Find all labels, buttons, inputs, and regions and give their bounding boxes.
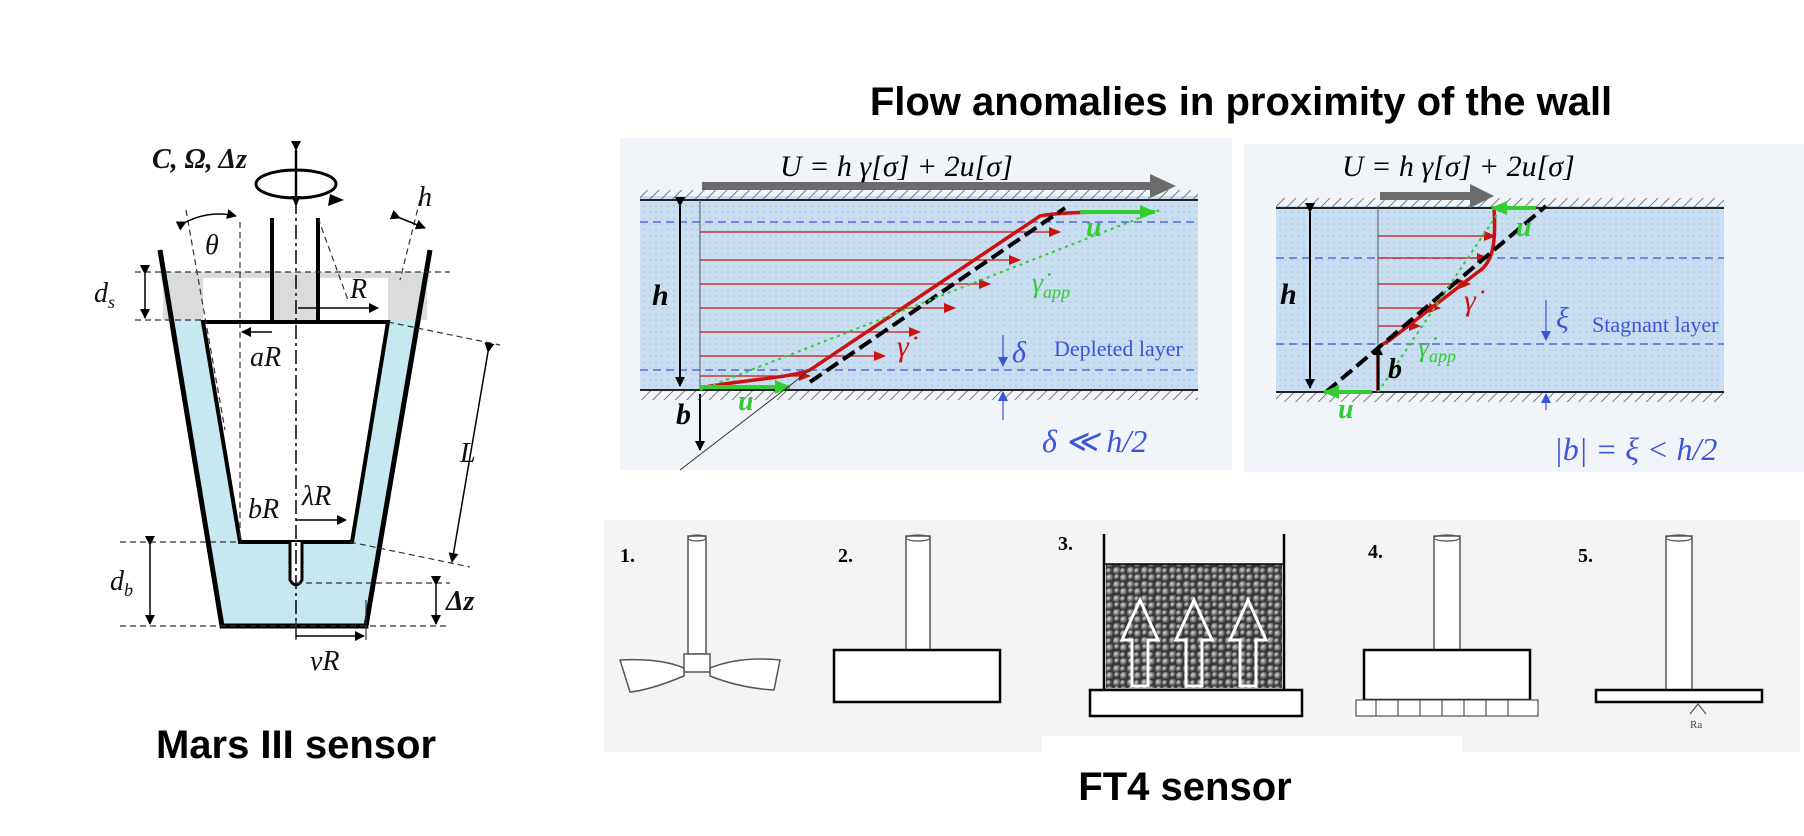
mars-sensor-diagram: C, Ω, Δz θ h ds R aR L bR λR db Δz νR [94, 141, 501, 677]
right-label-xi: ξ [1556, 302, 1569, 335]
right-label-b: b [1388, 354, 1402, 385]
left-condition: δ ≪ h/2 [1042, 423, 1147, 459]
ft4-item-2-label: 2. [838, 545, 853, 567]
left-label-u-bottom: u [738, 386, 754, 417]
equation-left: U = h γ̇[σ] + 2u[σ] [780, 150, 1013, 183]
mars-label-dz: Δz [445, 586, 475, 617]
ft4-item-1-label: 1. [620, 545, 635, 567]
left-label-layer: Depleted layer [1054, 336, 1184, 361]
ft4-wall-friction: Ra [1594, 534, 1764, 731]
mars-label-torque: C, Ω, Δz [152, 144, 247, 175]
right-condition: |b| = ξ < h/2 [1554, 431, 1717, 467]
ft4-blade-impeller [618, 534, 781, 693]
mars-label-l: L [459, 438, 476, 469]
left-label-b: b [676, 398, 691, 431]
ft4-shear-head [1355, 534, 1539, 717]
left-label-delta: δ [1012, 336, 1027, 369]
left-label-u-top: u [1086, 212, 1102, 243]
channel-fluid [1276, 206, 1724, 392]
right-label-h: h [1280, 278, 1297, 311]
left-label-h: h [652, 279, 669, 312]
main-title: Flow anomalies in proximity of the wall [870, 80, 1612, 124]
ft4-flat-disc [832, 534, 1002, 704]
equation-right: U = h γ̇[σ] + 2u[σ] [1342, 150, 1575, 183]
channel-fluid [640, 196, 1198, 390]
right-label-u-top: u [1516, 212, 1532, 243]
mars-label-ar: aR [250, 342, 281, 373]
mars-label-r: R [349, 274, 367, 305]
mars-label-db: db [110, 566, 133, 600]
mars-label-h: h [418, 182, 432, 213]
ft4-title: FT4 sensor [1078, 765, 1291, 809]
mars-label-nur: νR [310, 646, 340, 677]
mars-label-ds: ds [94, 278, 115, 312]
mars-label-theta: θ [205, 230, 219, 261]
ft4-item-5-label: 5. [1578, 545, 1593, 567]
flow-panel-depleted: U = h γ̇[σ] + 2u[σ] h b u [620, 138, 1232, 471]
right-label-layer: Stagnant layer [1592, 312, 1719, 337]
ft4-powder-cell [1088, 534, 1304, 718]
mars-label-br: bR [248, 494, 279, 525]
ft4-strip: 1. 2. 3. 4. [604, 520, 1800, 766]
mars-title: Mars III sensor [156, 723, 436, 767]
ft4-item-3-label: 3. [1058, 533, 1073, 555]
mars-label-lambdar: λR [301, 481, 331, 512]
flow-panel-stagnant: U = h γ̇[σ] + 2u[σ] h b u u γ̇ γ̇app [1244, 144, 1804, 472]
ft4-item-4-label: 4. [1368, 541, 1383, 563]
right-label-u-bottom: u [1338, 394, 1354, 425]
ft4-ra-label: Ra [1690, 719, 1702, 731]
